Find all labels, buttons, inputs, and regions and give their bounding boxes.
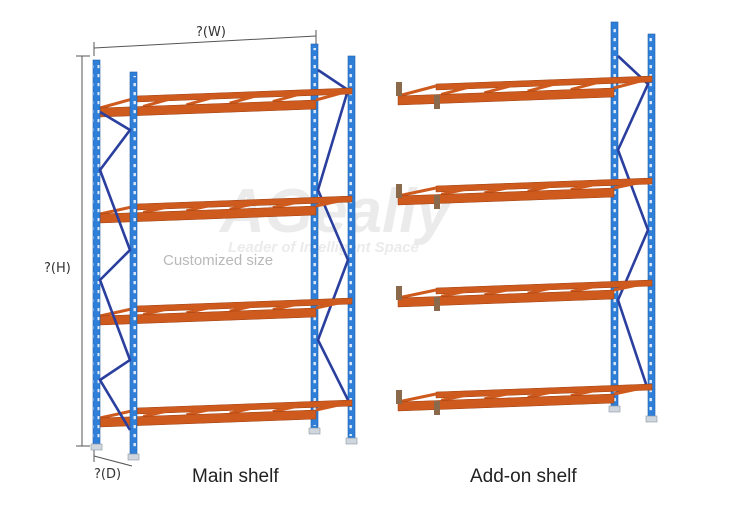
back-beam xyxy=(435,383,653,399)
deck-bar xyxy=(229,403,266,415)
deck-bar xyxy=(185,93,223,107)
beam-connector xyxy=(396,184,402,198)
beam-connector xyxy=(434,401,440,415)
deck-bar xyxy=(613,76,653,90)
foot-plate xyxy=(608,405,621,413)
customized-size-note: Customized size xyxy=(163,252,273,269)
cross-brace xyxy=(316,68,350,401)
deck-bar xyxy=(315,196,353,208)
main-shelf-caption: Main shelf xyxy=(192,466,279,487)
deck-bar xyxy=(229,91,267,105)
deck-bar xyxy=(315,298,353,310)
deck-bar xyxy=(142,304,180,316)
foot-plate xyxy=(127,453,140,461)
deck-bar xyxy=(397,288,437,300)
deck-bar xyxy=(484,81,523,95)
upright-holes xyxy=(93,64,100,442)
deck-bar xyxy=(186,303,223,315)
back-beam xyxy=(435,177,653,193)
deck-bar xyxy=(484,285,523,297)
beam-connector xyxy=(434,297,440,311)
deck-bar xyxy=(613,384,653,396)
beam-connector xyxy=(434,195,440,209)
upright-holes xyxy=(611,26,618,404)
deck-bar xyxy=(570,386,610,398)
deck-bar xyxy=(613,280,653,292)
deck-bar xyxy=(484,183,523,195)
front-beam xyxy=(397,393,615,412)
deck-bar xyxy=(397,392,437,404)
back-beam xyxy=(435,75,653,91)
foot-plate xyxy=(345,437,358,445)
deck-bar xyxy=(484,389,523,401)
beam-connector xyxy=(396,82,402,96)
deck-bar xyxy=(527,181,566,193)
foot-plate xyxy=(308,427,321,435)
deck-bar xyxy=(272,402,310,414)
deck-bar xyxy=(272,198,310,210)
deck-bar xyxy=(570,78,610,92)
deck-bar xyxy=(186,405,223,417)
deck-bar xyxy=(527,387,566,399)
deck-bar xyxy=(397,186,437,198)
deck-bar xyxy=(527,79,566,93)
addon-shelf-caption: Add-on shelf xyxy=(470,466,577,487)
depth-label: ?(D) xyxy=(94,467,121,482)
deck-bar xyxy=(315,400,353,412)
upright-holes xyxy=(311,48,318,426)
deck-bar xyxy=(527,283,566,295)
deck-bar xyxy=(272,90,310,104)
deck-bar xyxy=(142,94,180,108)
height-label: ?(H) xyxy=(44,261,71,276)
beam-connector xyxy=(396,390,402,404)
upright-holes xyxy=(130,76,137,452)
watermark-tagline: Leader of Intelligent Space xyxy=(228,239,419,256)
deck-bar xyxy=(229,301,266,313)
beam-connector xyxy=(434,95,440,109)
deck-bar xyxy=(570,180,610,192)
beam-connector xyxy=(396,286,402,300)
deck-bar xyxy=(440,390,480,402)
addon-shelf xyxy=(396,21,658,423)
deck-bar xyxy=(315,88,353,102)
back-beam xyxy=(435,279,653,295)
foot-plate xyxy=(645,415,658,423)
deck-bar xyxy=(613,178,653,190)
deck-bar xyxy=(440,184,480,196)
foot-plate xyxy=(90,443,103,451)
front-beam xyxy=(397,187,615,206)
cross-brace xyxy=(616,55,650,391)
deck-bar xyxy=(570,282,610,294)
deck-bar xyxy=(229,199,266,211)
deck-bar xyxy=(440,286,480,298)
front-beam xyxy=(397,289,615,308)
cross-brace xyxy=(98,110,132,431)
upright-holes xyxy=(648,38,655,414)
front-beam xyxy=(397,87,615,106)
deck-bar xyxy=(440,82,480,96)
dimension-lines xyxy=(76,30,317,467)
deck-bar xyxy=(397,84,437,98)
deck-bar xyxy=(142,202,180,214)
deck-bar xyxy=(142,406,180,418)
upright-holes xyxy=(348,60,355,436)
deck-bar xyxy=(272,300,310,312)
main-shelf xyxy=(90,43,358,461)
deck-bar xyxy=(186,201,223,213)
width-label: ?(W) xyxy=(196,25,226,40)
